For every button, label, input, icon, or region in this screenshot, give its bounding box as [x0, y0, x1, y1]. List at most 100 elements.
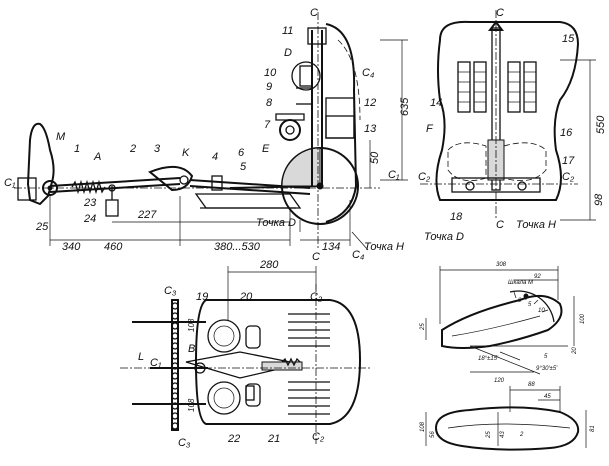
shoe-dim-100: 100: [580, 313, 586, 324]
front-label-17: 17: [562, 155, 575, 167]
label-2: 2: [129, 143, 136, 155]
sole-dim-45: 45: [544, 394, 551, 400]
point-d-side: Точка D: [256, 217, 296, 229]
front-point-d: Точка D: [424, 231, 464, 243]
top-label-L: L: [138, 351, 144, 363]
dim-227: 227: [137, 209, 157, 221]
label-1: 1: [74, 143, 80, 155]
top-label-C2: C₂: [310, 291, 323, 303]
label-K: K: [182, 147, 190, 159]
shoe-dim-5: 5: [544, 354, 548, 360]
top-label-22: 22: [227, 433, 240, 445]
label-M: M: [56, 131, 66, 143]
top-label-C2-bottom: C₂: [312, 431, 325, 443]
top-label-B: B: [188, 343, 195, 355]
label-5: 5: [240, 161, 247, 173]
top-view: C C₂ C₂ C₃ C₃ C₁ B L 19 20 21 22 280 108…: [120, 251, 370, 449]
label-C4-top: C₄: [362, 67, 374, 79]
front-label-C2-left: C₂: [418, 171, 431, 183]
label-A: A: [93, 151, 101, 163]
label-10: 10: [264, 67, 277, 79]
front-body-outline: [435, 20, 580, 201]
top-dim-108-bottom: 108: [187, 398, 196, 412]
dim-50: 50: [369, 151, 381, 164]
point-h-side: Точка H: [364, 241, 404, 253]
label-12: 12: [364, 97, 376, 109]
top-dim-108-top: 108: [187, 318, 196, 332]
front-label-14: 14: [430, 97, 442, 109]
label-11: 11: [282, 25, 293, 37]
front-label-18: 18: [450, 211, 463, 223]
top-label-C: C: [312, 251, 320, 263]
top-label-C1: C₁: [150, 357, 162, 369]
label-D: D: [284, 47, 292, 59]
top-label-21: 21: [267, 433, 280, 445]
label-25: 25: [35, 221, 49, 233]
dim-380-530: 380...530: [214, 241, 261, 253]
front-dim-550: 550: [595, 115, 607, 134]
shoe-angle-5: 5: [528, 302, 532, 308]
end-block: [17, 177, 37, 201]
spring: [71, 179, 106, 195]
top-label-20: 20: [239, 291, 253, 303]
front-label-C-bottom: C: [496, 219, 504, 231]
shoe-angle-0: 0: [518, 298, 522, 304]
shoe-outline: [441, 294, 563, 349]
sole-dim-25: 25: [486, 431, 492, 439]
knob-e: [279, 119, 301, 141]
front-label-C: C: [496, 7, 504, 19]
front-label-16: 16: [560, 127, 573, 139]
top-label-C3-bottom: C₃: [178, 437, 191, 449]
label-E: E: [262, 143, 270, 155]
label-3: 3: [154, 143, 161, 155]
label-C1-right: C₁: [388, 169, 400, 181]
sole-dim-2: 2: [519, 432, 524, 438]
top-circle-upper: [207, 319, 241, 353]
label-C1-left: C₁: [4, 177, 16, 189]
shoe-scale-label: Шкала M: [508, 280, 533, 286]
top-circle-lower: [207, 381, 241, 415]
dim-635: 635: [399, 97, 411, 116]
sole-view: 88 45 56 108 81 25 43 2: [420, 382, 596, 451]
back-plate: [325, 97, 355, 139]
label-C: C: [310, 7, 318, 19]
label-23: 23: [83, 197, 97, 209]
top-label-C3-top: C₃: [164, 285, 177, 297]
dim-340: 340: [62, 241, 81, 253]
label-13: 13: [364, 123, 377, 135]
spring-left-group: [457, 61, 487, 113]
front-label-15: 15: [562, 33, 575, 45]
shoe-dim-25: 25: [420, 323, 426, 331]
spring-right-group: [507, 61, 537, 113]
label-4: 4: [212, 151, 218, 163]
left-pad: [447, 142, 487, 182]
dim-460: 460: [104, 241, 123, 253]
chain-links: [171, 302, 179, 430]
sole-dim-108: 108: [420, 421, 426, 432]
wheel-d: [291, 61, 321, 91]
top-springs: [288, 313, 330, 415]
label-8: 8: [266, 97, 273, 109]
sole-outline: [434, 406, 580, 451]
shoe-dim-20: 20: [572, 347, 578, 355]
platform: [194, 193, 302, 209]
dim-134: 134: [322, 241, 340, 253]
sole-dim-56: 56: [430, 431, 436, 438]
clamp-k: [148, 165, 194, 192]
sole-dim-88: 88: [528, 382, 535, 388]
shoe-dim-92: 92: [534, 274, 541, 280]
shoe-angle-9: 9°30'±5': [536, 366, 558, 372]
label-C4-bottom: C₄: [352, 249, 364, 261]
side-view: C C₁ C₁ C₄ C₄ M A K D E 1 2 3 4 5 6 7 8 …: [4, 7, 411, 261]
front-point-h: Точка H: [516, 219, 556, 231]
front-view: C C C₂ C₂ F 14 15 16 17 18 550 98 Точка …: [418, 7, 607, 243]
shoe-dim-308: 308: [496, 262, 507, 268]
back-curve: [325, 23, 358, 223]
label-6: 6: [238, 147, 245, 159]
foot-stop-shape: [26, 122, 55, 206]
sole-dim-81: 81: [590, 425, 596, 432]
front-dim-98: 98: [593, 193, 605, 206]
top-body-outline: [194, 299, 362, 425]
front-label-C2-right: C₂: [562, 171, 575, 183]
